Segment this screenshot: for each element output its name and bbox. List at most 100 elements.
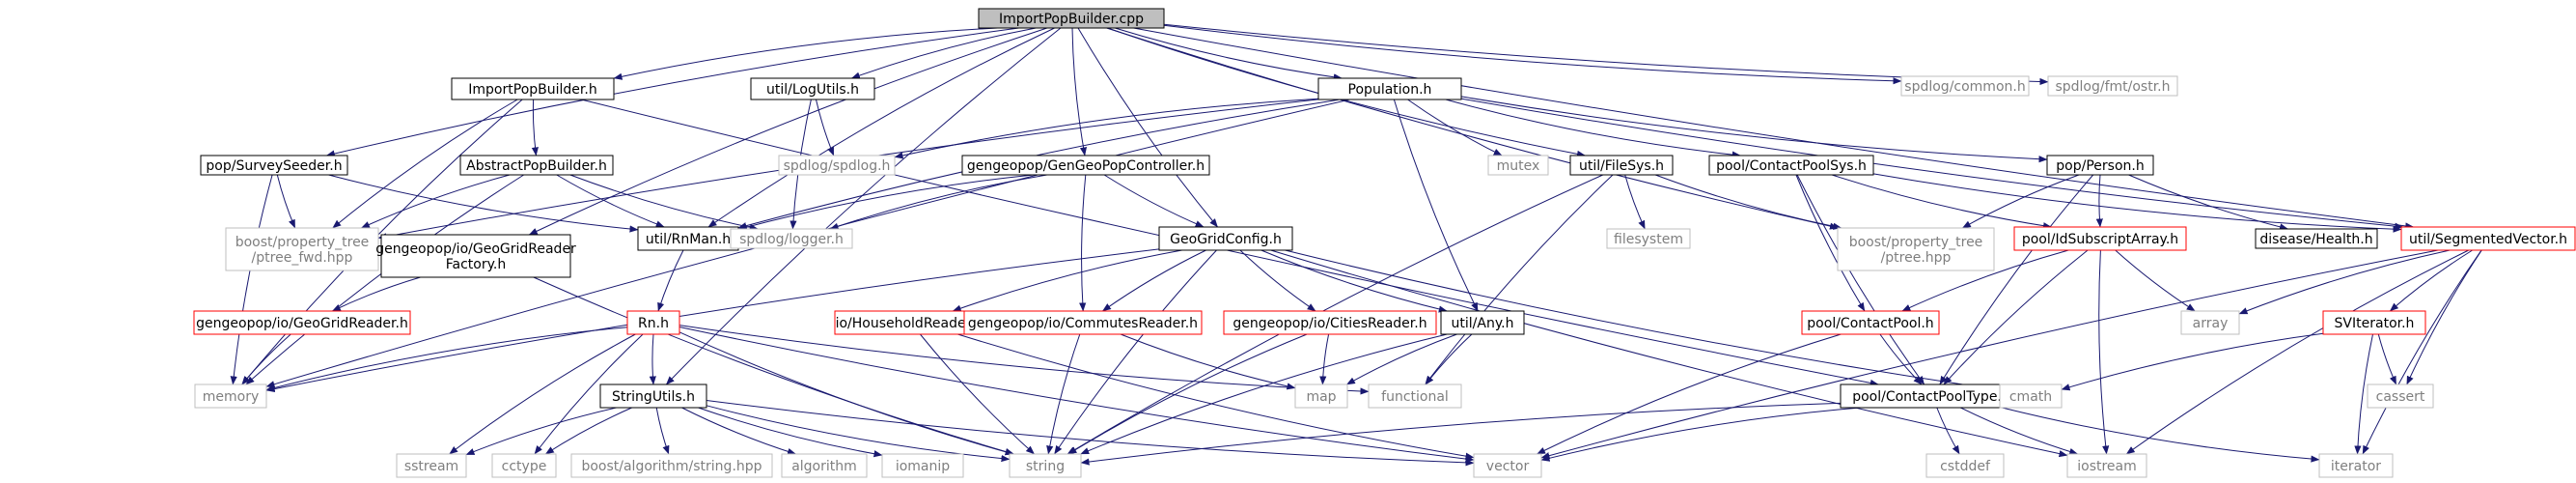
node-household[interactable]: io/HouseholdReader.h <box>834 310 984 335</box>
edge-commutes-to-string <box>1046 333 1081 455</box>
node-ptree-label: boost/property_tree <box>1849 235 1983 250</box>
node-cassert-label: cassert <box>2376 389 2425 405</box>
node-ggrfactory-box <box>380 234 571 278</box>
node-commutes[interactable]: gengeopop/io/CommutesReader.h <box>963 310 1203 335</box>
node-root[interactable]: ImportPopBuilder.cpp <box>978 8 1165 29</box>
node-cpsys[interactable]: pool/ContactPoolSys.h <box>1708 155 1874 176</box>
node-spd_spdlog-box <box>778 155 896 176</box>
node-ipb_h-box <box>451 77 615 100</box>
node-memory: memory <box>194 384 267 409</box>
edge-segvec-to-array <box>2238 249 2451 315</box>
node-abstractpb-box <box>459 155 614 176</box>
node-cities[interactable]: gengeopop/io/CitiesReader.h <box>1223 310 1437 335</box>
node-any-box <box>1440 310 1525 335</box>
node-ggrfactory-label: gengeopop/io/GeoGridReader <box>375 242 576 257</box>
edge-household-to-string <box>920 333 1035 455</box>
edge-root-to-ggrfactory <box>528 27 1048 236</box>
node-any[interactable]: util/Any.h <box>1440 310 1525 335</box>
edge-rn-to-stringutils <box>649 333 656 385</box>
node-vector-box <box>1473 453 1542 478</box>
edge-person-to-idsub <box>2095 174 2103 228</box>
edge-rn-to-cctype <box>534 333 644 455</box>
node-gengeo[interactable]: gengeopop/GenGeoPopController.h <box>961 155 1210 176</box>
node-idsub-box <box>2013 226 2187 251</box>
edge-contactpool-to-vector <box>1537 333 1842 455</box>
edge-filesys-to-filesystem <box>1624 174 1646 230</box>
edge-gengeo-to-geogridconfig <box>1103 174 1205 228</box>
edge-root-to-ipb_h <box>613 27 998 80</box>
node-spd_spdlog-label: spdlog/spdlog.h <box>784 158 891 174</box>
node-surveyseeder[interactable]: pop/SurveySeeder.h <box>200 155 348 176</box>
node-rnman-box <box>637 226 739 251</box>
edge-population-to-segvec <box>1460 98 2404 230</box>
node-cctype-label: cctype <box>502 459 547 474</box>
edge-cities-to-map <box>1319 333 1330 385</box>
node-filesystem: filesystem <box>1606 228 1691 249</box>
edge-geogridconfig-to-cities <box>1239 249 1316 312</box>
edge-population-to-any <box>1393 99 1479 312</box>
node-rnman[interactable]: util/RnMan.h <box>637 226 739 251</box>
edge-ipb_h-to-abstractpb <box>531 99 539 156</box>
node-spd_ostr: spdlog/fmt/ostr.h <box>2047 75 2178 97</box>
node-string-label: string <box>1026 459 1065 474</box>
node-health[interactable]: disease/Health.h <box>2255 228 2378 249</box>
node-cmath-box <box>1999 384 2063 409</box>
edge-cpsys-to-idsub <box>1831 174 2052 230</box>
node-contactpool[interactable]: pool/ContactPool.h <box>1801 310 1940 335</box>
node-filesys[interactable]: util/FileSys.h <box>1569 155 1674 176</box>
node-rnman-label: util/RnMan.h <box>646 232 731 247</box>
node-iostream-label: iostream <box>2077 459 2137 474</box>
node-spd_logger-label: spdlog/logger.h <box>739 232 844 247</box>
node-cstddef: cstddef <box>1925 453 2005 478</box>
node-iterator-label: iterator <box>2331 459 2381 474</box>
edge-cpsys-to-cptype <box>1796 174 1925 385</box>
node-rn[interactable]: Rn.h <box>626 310 680 335</box>
node-cassert-box <box>2367 384 2434 409</box>
edge-stringutils-to-algorithm <box>681 407 796 455</box>
edge-cptype-to-cstddef <box>1936 407 1960 455</box>
node-ipb_h[interactable]: ImportPopBuilder.h <box>451 77 615 100</box>
node-cities-label: gengeopop/io/CitiesReader.h <box>1233 316 1426 331</box>
node-population[interactable]: Population.h <box>1317 77 1462 100</box>
node-geogridconfig-label: GeoGridConfig.h <box>1170 232 1282 247</box>
node-segvec[interactable]: util/SegmentedVector.h <box>2400 226 2576 251</box>
node-person[interactable]: pop/Person.h <box>2046 155 2154 176</box>
node-geogridconfig-box <box>1158 226 1293 251</box>
edge-household-to-vector <box>957 333 1475 460</box>
edge-any-to-functional <box>1425 333 1473 385</box>
edge-contactpool-to-cptype <box>1879 333 1923 385</box>
edge-root-to-logutils <box>850 27 1037 79</box>
node-spd_common-label: spdlog/common.h <box>1904 79 2025 95</box>
edge-root-to-spd_ostr <box>1163 23 2049 86</box>
edge-abstractpb-to-spd_logger <box>569 174 759 231</box>
edge-root-to-surveyseeder <box>325 27 1019 157</box>
edge-filesys-to-string <box>1066 174 1604 455</box>
node-array-label: array <box>2193 316 2229 331</box>
edge-idsub-to-contactpool <box>1901 249 2069 312</box>
edge-logutils-to-spd_spdlog <box>816 99 835 156</box>
node-abstractpb[interactable]: AbstractPopBuilder.h <box>459 155 614 176</box>
node-logutils[interactable]: util/LogUtils.h <box>750 77 875 100</box>
node-cptype-label: pool/ContactPoolType.h <box>1852 389 2010 405</box>
edge-geogridconfig-to-memory <box>265 248 1160 393</box>
node-ggreader[interactable]: gengeopop/io/GeoGridReader.h <box>193 310 411 335</box>
node-ptree_fwd-label: boost/property_tree <box>235 235 370 250</box>
edge-ggrfactory-to-ggreader <box>331 276 421 312</box>
node-idsub[interactable]: pool/IdSubscriptArray.h <box>2013 226 2187 251</box>
node-person-label: pop/Person.h <box>2056 158 2144 174</box>
node-cpsys-box <box>1708 155 1874 176</box>
node-stringutils[interactable]: StringUtils.h <box>599 384 707 409</box>
node-memory-label: memory <box>203 389 260 405</box>
node-cstddef-box <box>1925 453 2005 478</box>
node-boostalgo-label: boost/algorithm/string.hpp <box>581 459 762 474</box>
edge-geogridconfig-to-string <box>1054 249 1217 455</box>
node-sviterator[interactable]: SVIterator.h <box>2322 310 2426 335</box>
node-cmath: cmath <box>1999 384 2063 409</box>
edge-commutes-to-map <box>1120 333 1296 390</box>
node-vector-label: vector <box>1486 459 1530 474</box>
node-ptree-box <box>1837 227 1995 271</box>
edge-ipb_h-to-ptree_fwd <box>332 99 518 229</box>
node-cptype[interactable]: pool/ContactPoolType.h <box>1840 384 2023 409</box>
node-geogridconfig[interactable]: GeoGridConfig.h <box>1158 226 1293 251</box>
